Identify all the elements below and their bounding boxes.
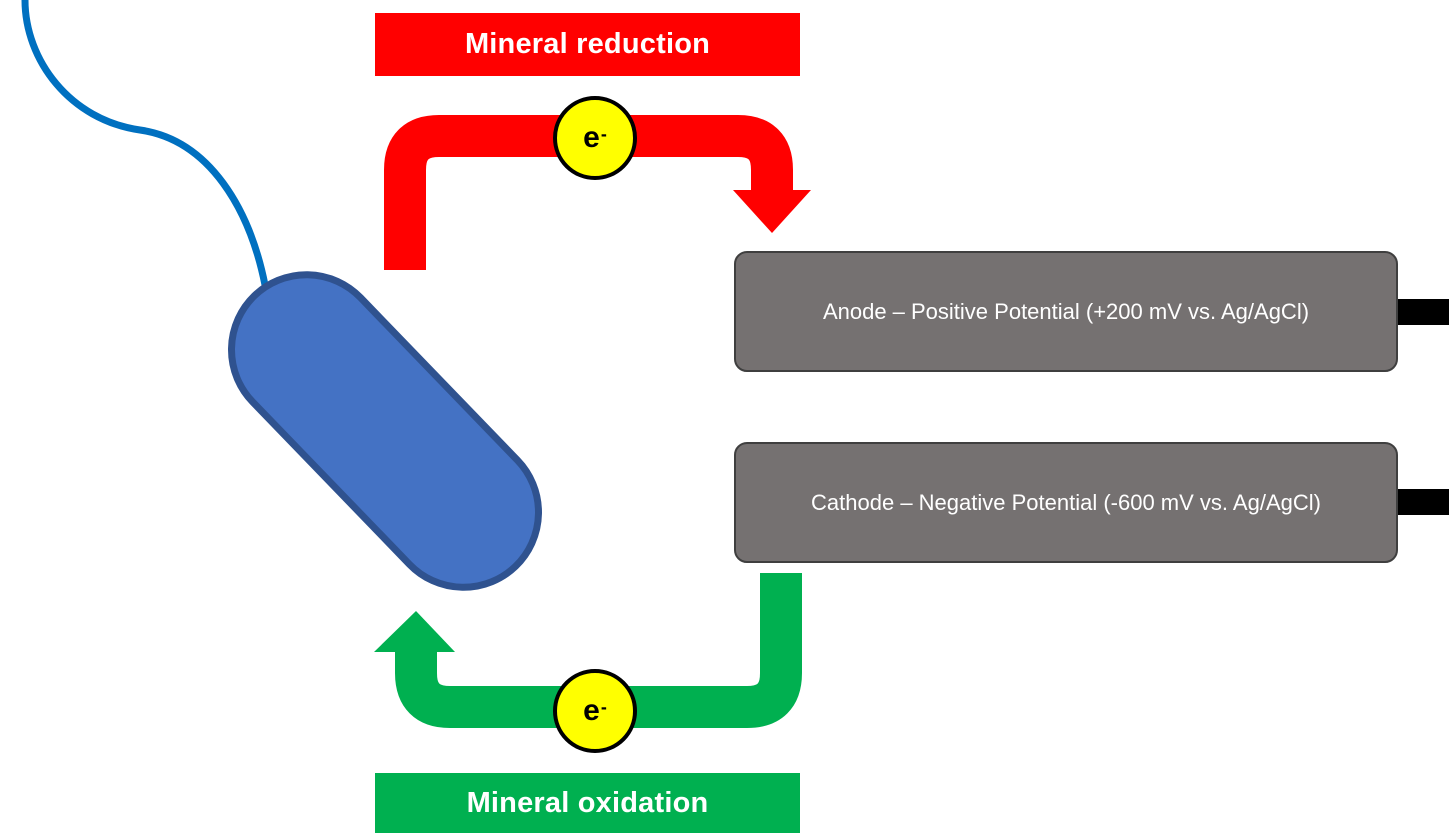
electron-symbol: e [583,121,600,154]
mineral-reduction-label: Mineral reduction [375,13,800,76]
electron-charge: - [600,696,607,717]
mineral-reduction-text: Mineral reduction [464,28,711,60]
anode-label: Anode – Positive Potential (+200 mV vs. … [822,298,1310,324]
cathode-electrode: Cathode – Negative Potential (-600 mV vs… [734,442,1398,563]
mineral-oxidation-text: Mineral oxidation [466,786,709,819]
cathode-label: Cathode – Negative Potential (-600 mV vs… [811,489,1321,515]
mineral-oxidation-label: Mineral oxidation [375,773,800,833]
electron-icon-oxidation: e- [553,669,637,753]
anode-electrode: Anode – Positive Potential (+200 mV vs. … [734,251,1398,372]
electron-symbol: e [583,694,600,727]
anode-wire [1398,299,1449,325]
bacterium-flagellum [21,0,269,289]
reduction-arrowhead [733,190,811,233]
bacterium-cell [228,271,542,591]
electron-charge: - [600,123,607,144]
electron-icon-reduction: e- [553,96,637,180]
oxidation-arrowhead [374,611,455,652]
cathode-wire [1398,489,1449,515]
